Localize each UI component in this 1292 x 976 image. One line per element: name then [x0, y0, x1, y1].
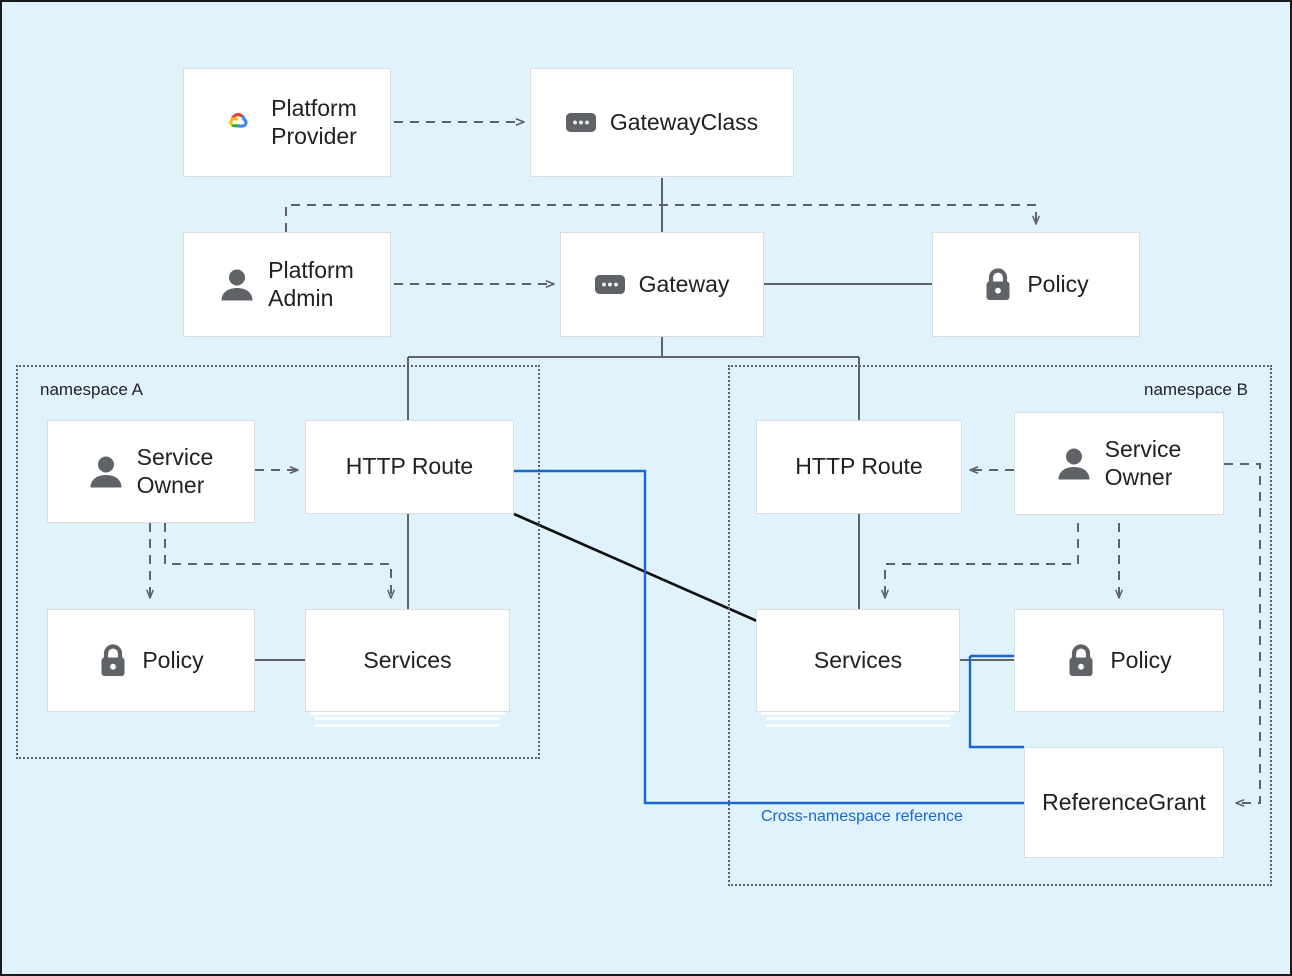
node-label: Platform Provider	[271, 95, 357, 149]
node-service-owner-a[interactable]: Service Owner	[47, 420, 255, 523]
node-label: Service Owner	[1104, 436, 1182, 490]
node-http-route-b[interactable]: HTTP Route	[756, 420, 962, 514]
node-label: Policy	[1110, 646, 1172, 673]
node-services-b[interactable]: Services	[756, 609, 960, 720]
namespace-a-label: namespace A	[40, 380, 144, 399]
node-label: Service Owner	[136, 444, 214, 498]
google-cloud-icon	[229, 113, 248, 128]
lock-icon	[101, 643, 125, 676]
gateway-icon	[565, 113, 596, 132]
namespace-a-container	[16, 365, 540, 759]
node-policy-b[interactable]: Policy	[1014, 609, 1224, 712]
node-reference-grant[interactable]: ReferenceGrant	[1024, 747, 1224, 858]
namespace-b-container	[728, 365, 1272, 886]
edge-route-a-services-b-crossns	[513, 512, 758, 623]
node-label: ReferenceGrant	[1042, 788, 1206, 815]
person-icon	[90, 456, 122, 487]
node-label: Platform Admin	[268, 257, 354, 311]
node-label: Gateway	[638, 270, 730, 297]
node-label: HTTP Route	[795, 453, 923, 480]
cross-namespace-reference-label: Cross-namespace reference	[761, 808, 963, 825]
edge-admin-policy	[285, 204, 1040, 232]
node-gateway-class[interactable]: GatewayClass	[530, 68, 794, 177]
lock-icon	[986, 267, 1010, 300]
node-platform-provider[interactable]: Platform Provider	[183, 68, 391, 177]
node-policy-top[interactable]: Policy	[932, 232, 1140, 337]
node-label: Policy	[142, 646, 204, 673]
node-platform-admin[interactable]: Platform Admin	[183, 232, 391, 337]
node-label: Services	[813, 646, 903, 673]
node-service-owner-b[interactable]: Service Owner	[1014, 412, 1224, 515]
person-icon	[221, 269, 253, 300]
node-label: Policy	[1027, 270, 1089, 297]
lock-icon	[1069, 643, 1093, 676]
person-icon	[1058, 448, 1090, 479]
node-services-a[interactable]: Services	[305, 609, 510, 720]
node-gateway[interactable]: Gateway	[560, 232, 764, 337]
node-policy-a[interactable]: Policy	[47, 609, 255, 712]
node-label: Services	[363, 646, 452, 673]
namespace-b-label: namespace B	[1144, 380, 1248, 399]
node-label: HTTP Route	[345, 453, 474, 480]
node-http-route-a[interactable]: HTTP Route	[305, 420, 514, 514]
node-label: GatewayClass	[609, 108, 759, 135]
gateway-icon	[594, 275, 625, 294]
